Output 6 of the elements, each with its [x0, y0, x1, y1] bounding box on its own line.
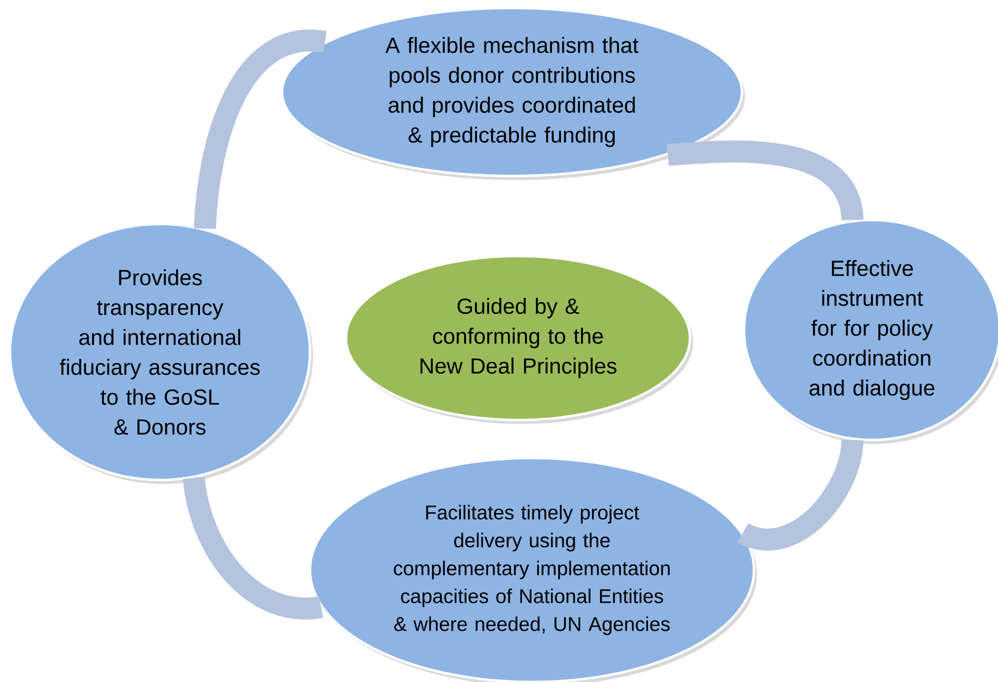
oval: Provides transparency and international fiduciary assurances to the GoSL & Donors	[8, 222, 313, 484]
oval: Guided by & conforming to the New Deal Principles	[344, 254, 693, 424]
oval: Effective instrument for for policy coordination and dialogue	[742, 218, 998, 444]
oval: Facilitates timely project delivery using the complementary implementation capacities of National Entities & where needed, UN Agencies	[308, 456, 757, 682]
ring-segment	[666, 140, 864, 222]
oval: A flexible mechanism that pools donor contributions and provides coordinated & predictable funding	[280, 6, 745, 180]
